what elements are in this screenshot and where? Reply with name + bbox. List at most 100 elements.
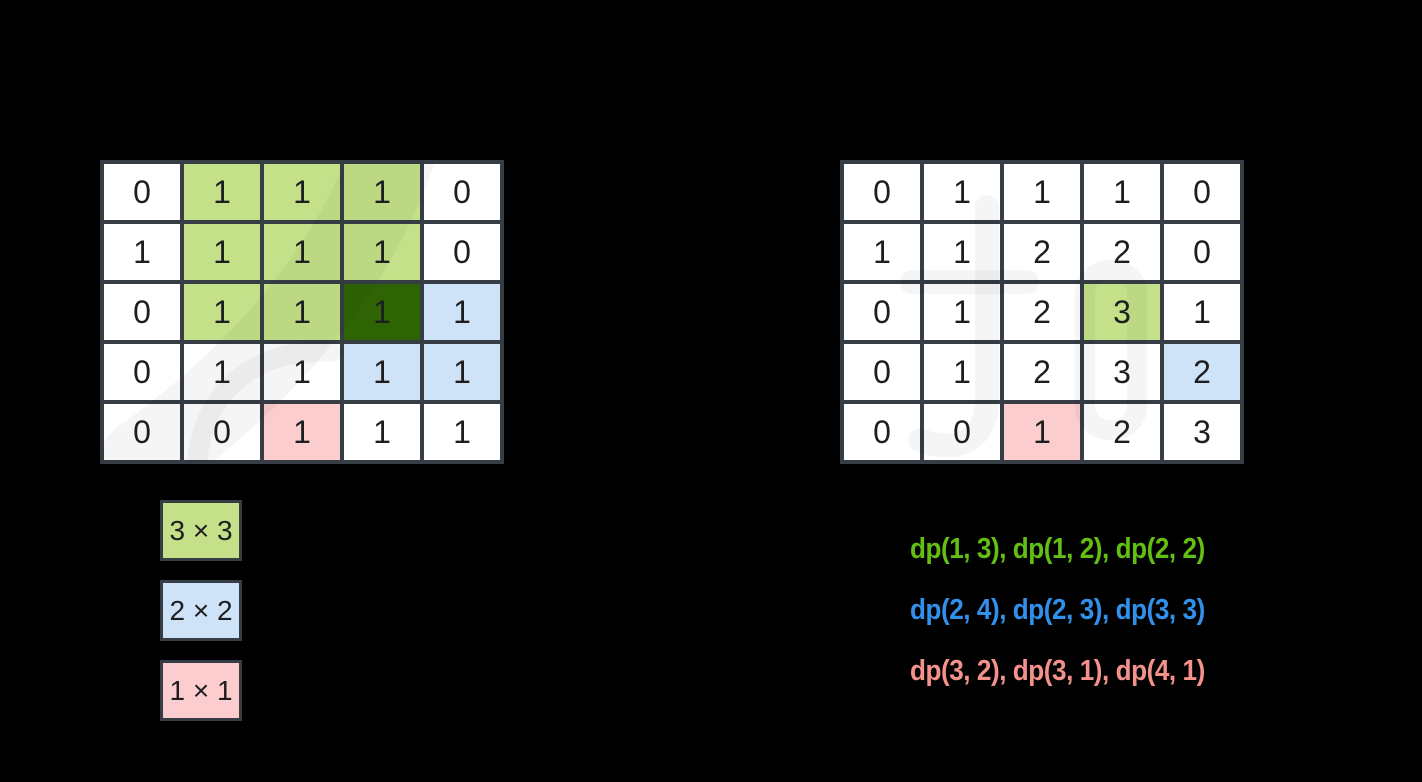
- dp-cell-r4c1: 0: [922, 402, 1002, 462]
- dp-cell-r4c3: 2: [1082, 402, 1162, 462]
- matrix-cell-value: 1: [373, 294, 391, 330]
- matrix-cell-r1c0: 1: [102, 222, 182, 282]
- dp-cell-r0c1: 1: [922, 162, 1002, 222]
- dp-cell-r3c2: 2: [1002, 342, 1082, 402]
- dp-cell-r4c0: 0: [842, 402, 922, 462]
- matrix-cell-value: 1: [453, 414, 471, 450]
- dp-cell-value: 0: [873, 354, 891, 390]
- matrix-cell-value: 1: [293, 294, 311, 330]
- dp-cell-value: 1: [873, 234, 891, 270]
- matrix-cell-value: 0: [133, 354, 151, 390]
- dp-cell-value: 3: [1113, 354, 1131, 390]
- dp-annotation-salmon: dp(3, 2), dp(3, 1), dp(4, 1): [910, 655, 1205, 687]
- matrix-cell-value: 0: [133, 174, 151, 210]
- matrix-cell-r2c3: 1: [342, 282, 422, 342]
- legend-label-3x3: 3 × 3: [169, 514, 233, 546]
- dp-cell-value: 2: [1193, 354, 1211, 390]
- matrix-cell-value: 0: [133, 414, 151, 450]
- matrix-cell-r1c4: 0: [422, 222, 502, 282]
- matrix-cell-r4c2: 1: [262, 402, 342, 462]
- legend-label-2x2: 2 × 2: [169, 594, 233, 626]
- legend: 3 × 3 2 × 2 1 × 1: [160, 500, 242, 740]
- matrix-cell-r2c0: 0: [102, 282, 182, 342]
- matrix-cell-r4c3: 1: [342, 402, 422, 462]
- matrix-cell-r3c3: 1: [342, 342, 422, 402]
- dp-cell-value: 0: [873, 174, 891, 210]
- dp-annotation-blue: dp(2, 4), dp(2, 3), dp(3, 3): [910, 594, 1205, 626]
- dp-cell-r1c3: 2: [1082, 222, 1162, 282]
- dp-cell-r3c4: 2: [1162, 342, 1242, 402]
- legend-box-1x1: 1 × 1: [160, 660, 242, 721]
- dp-cell-r0c0: 0: [842, 162, 922, 222]
- dp-cell-value: 0: [953, 414, 971, 450]
- matrix-cell-value: 1: [293, 414, 311, 450]
- matrix-cell-value: 1: [293, 174, 311, 210]
- dp-cell-value: 1: [1193, 294, 1211, 330]
- matrix-cell-r1c2: 1: [262, 222, 342, 282]
- legend-box-2x2: 2 × 2: [160, 580, 242, 641]
- dp-cell-r0c4: 0: [1162, 162, 1242, 222]
- dp-cell-value: 1: [953, 234, 971, 270]
- dp-cell-r2c3: 3: [1082, 282, 1162, 342]
- dp-cell-value: 1: [1113, 174, 1131, 210]
- matrix-cell-r4c1: 0: [182, 402, 262, 462]
- matrix-cell-r0c4: 0: [422, 162, 502, 222]
- matrix-cell-r2c1: 1: [182, 282, 262, 342]
- matrix-cell-value: 1: [133, 234, 151, 270]
- legend-box-3x3: 3 × 3: [160, 500, 242, 561]
- dp-cell-r3c3: 3: [1082, 342, 1162, 402]
- matrix-cell-value: 1: [373, 174, 391, 210]
- matrix-cell-value: 1: [293, 234, 311, 270]
- matrix-cell-value: 1: [453, 354, 471, 390]
- dp-cell-value: 1: [953, 294, 971, 330]
- matrix-cell-value: 1: [213, 294, 231, 330]
- dp-cell-value: 1: [953, 354, 971, 390]
- dp-cell-value: 0: [1193, 174, 1211, 210]
- matrix-cell-value: 1: [373, 414, 391, 450]
- matrix-cell-value: 1: [373, 354, 391, 390]
- matrix-cell-r0c3: 1: [342, 162, 422, 222]
- matrix-cell-r3c0: 0: [102, 342, 182, 402]
- matrix-cell-r3c4: 1: [422, 342, 502, 402]
- dp-cell-value: 0: [873, 414, 891, 450]
- matrix-cell-value: 1: [213, 354, 231, 390]
- dp-cell-r1c0: 1: [842, 222, 922, 282]
- matrix-cell-r0c0: 0: [102, 162, 182, 222]
- matrix-cell-value: 0: [133, 294, 151, 330]
- matrix-cell-r0c1: 1: [182, 162, 262, 222]
- matrix-cell-value: 0: [213, 414, 231, 450]
- dp-cell-value: 1: [953, 174, 971, 210]
- dp-cell-r3c1: 1: [922, 342, 1002, 402]
- dp-cell-r0c3: 1: [1082, 162, 1162, 222]
- dp-annotations: dp(1, 3), dp(1, 2), dp(2, 2) dp(2, 4), d…: [910, 532, 1238, 715]
- matrix-cell-r3c1: 1: [182, 342, 262, 402]
- dp-cell-r0c2: 1: [1002, 162, 1082, 222]
- dp-cell-value: 1: [1033, 414, 1051, 450]
- dp-cell-r2c2: 2: [1002, 282, 1082, 342]
- matrix-cell-r1c1: 1: [182, 222, 262, 282]
- matrix-cell-value: 0: [453, 234, 471, 270]
- matrix-cell-r4c4: 1: [422, 402, 502, 462]
- matrix-cell-r2c2: 1: [262, 282, 342, 342]
- dp-cell-value: 3: [1113, 294, 1131, 330]
- dp-cell-r2c0: 0: [842, 282, 922, 342]
- dp-cell-value: 2: [1033, 294, 1051, 330]
- dp-cell-value: 2: [1113, 414, 1131, 450]
- dp-cell-r2c4: 1: [1162, 282, 1242, 342]
- matrix-cell-r3c2: 1: [262, 342, 342, 402]
- matrix-cell-r0c2: 1: [262, 162, 342, 222]
- matrix-cell-value: 1: [213, 234, 231, 270]
- matrix-cell-r1c3: 1: [342, 222, 422, 282]
- dp-cell-value: 0: [1193, 234, 1211, 270]
- dp-cell-value: 1: [1033, 174, 1051, 210]
- dp-cell-value: 2: [1033, 234, 1051, 270]
- dp-cell-value: 0: [873, 294, 891, 330]
- dp-cell-value: 2: [1113, 234, 1131, 270]
- matrix-cell-value: 1: [293, 354, 311, 390]
- dp-cell-value: 2: [1033, 354, 1051, 390]
- dp-cell-r1c1: 1: [922, 222, 1002, 282]
